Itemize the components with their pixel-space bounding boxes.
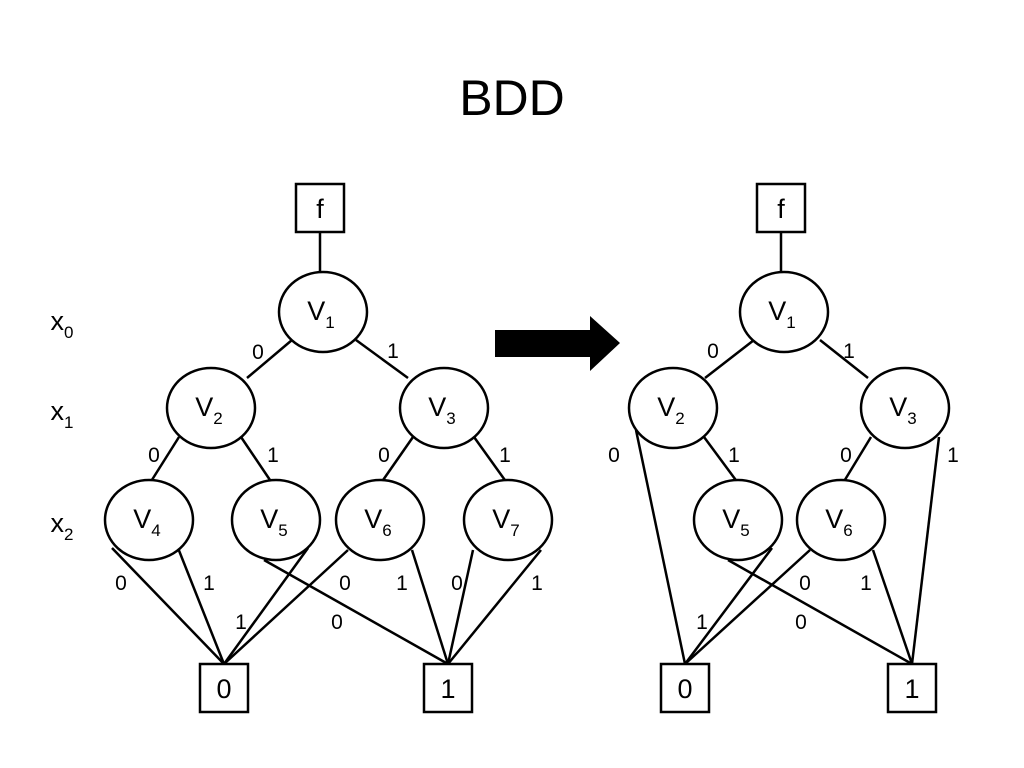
right-node-label-v5: V5 <box>722 504 749 540</box>
right-edge-label-v6-t1: 1 <box>860 572 872 595</box>
left-edge-v1-v3 <box>355 338 409 380</box>
right-edge-v5-t0 <box>684 547 773 665</box>
left-terminal-label-1: 1 <box>440 674 455 704</box>
left-edge-v6-t0 <box>223 549 349 665</box>
left-edge-label-v1-v3: 1 <box>387 340 399 363</box>
left-node-v7 <box>462 478 554 562</box>
left-edge-label-v6-t1: 1 <box>396 572 408 595</box>
left-node-label-v3: V3 <box>428 392 455 428</box>
left-edge-v5-t1 <box>263 558 449 666</box>
left-node-v5 <box>230 478 322 562</box>
left-terminal-label-0: 0 <box>216 674 231 704</box>
left-node-label-v6: V6 <box>364 504 391 540</box>
variable-label-x2: x2 <box>51 508 74 544</box>
left-edge-v7-t1 <box>447 549 542 665</box>
left-node-v2 <box>165 366 257 450</box>
left-node-v1 <box>277 270 369 354</box>
right-terminal-0 <box>659 662 711 714</box>
left-edge-label-v5-t1: 0 <box>331 611 343 634</box>
left-node-label-v7: V7 <box>492 504 519 540</box>
left-terminal-1 <box>422 662 474 714</box>
right-edge-v3-t1 <box>910 436 941 665</box>
left-edge-label-v4-t0: 0 <box>115 572 127 595</box>
left-edge-label-v4-t0: 1 <box>203 572 215 595</box>
right-terminal-label-0: 0 <box>677 674 692 704</box>
left-edge-v3-v7 <box>472 436 509 484</box>
right-edge-v5-t1 <box>727 558 913 666</box>
right-edge-label-v2-t0: 0 <box>608 444 620 467</box>
left-edge-label-v2-v4: 0 <box>148 444 160 467</box>
right-edge-v6-t0 <box>684 549 811 665</box>
right-root-label: f <box>777 194 785 224</box>
right-edge-v2-v5 <box>702 436 740 484</box>
left-edge-v3-v6 <box>379 436 415 484</box>
right-node-label-v1: V1 <box>768 296 795 332</box>
right-edge-v3-v6 <box>841 436 873 484</box>
left-edge-v6-t1 <box>410 549 450 665</box>
right-terminal-1 <box>886 662 938 714</box>
variable-label-x1: x1 <box>51 396 74 432</box>
left-node-v6 <box>334 478 426 562</box>
left-root-label: f <box>316 194 324 224</box>
right-node-v6 <box>795 478 887 562</box>
right-arrow-icon <box>495 316 620 371</box>
right-edge-v6-t1 <box>871 549 914 665</box>
variable-labels: x0 x1 x2 <box>51 306 74 544</box>
right-edge-label-v1-v2: 0 <box>707 340 719 363</box>
right-root-box <box>755 182 807 234</box>
page-title: BDD <box>459 70 565 126</box>
left-edge-label-v2-v5: 1 <box>267 444 279 467</box>
left-node-v4 <box>103 478 195 562</box>
left-edge-label-v6-t0: 0 <box>339 572 351 595</box>
right-node-label-v6: V6 <box>825 504 852 540</box>
left-edge-label-v7-t1: 1 <box>531 572 543 595</box>
left-edge-v5-t0 <box>222 547 310 665</box>
left-edge-label-v3-v7: 1 <box>499 444 511 467</box>
right-edge-label-v5-t0: 1 <box>696 611 708 634</box>
right-edge-v1-v2 <box>704 339 755 379</box>
left-node-label-v5: V5 <box>260 504 287 540</box>
left-edge-v1-v2 <box>246 339 293 379</box>
left-terminal-0 <box>198 662 250 714</box>
variable-label-x0: x0 <box>51 306 74 342</box>
left-edge-v2-v5 <box>239 436 274 484</box>
left-edge-label-v7-t1: 0 <box>451 572 463 595</box>
right-terminal-label-1: 1 <box>904 674 919 704</box>
right-node-v3 <box>859 366 951 450</box>
right-edge-v1-v3 <box>819 339 869 379</box>
left-edge-v4-t0 <box>111 547 225 665</box>
left-node-label-v2: V2 <box>195 392 222 428</box>
right-node-v2 <box>627 366 719 450</box>
left-node-label-v1: V1 <box>307 296 334 332</box>
left-edge-v7-t1 <box>446 549 475 665</box>
left-edge-label-v3-v6: 0 <box>378 444 390 467</box>
right-node-label-v3: V3 <box>889 392 916 428</box>
right-edge-label-v3-v6: 0 <box>840 444 852 467</box>
left-root-box <box>294 182 346 234</box>
right-node-label-v2: V2 <box>657 392 684 428</box>
right-edge-label-v6-t0: 0 <box>799 572 811 595</box>
right-edge-v2-t0 <box>634 429 687 665</box>
right-edge-label-v5-t1: 0 <box>795 611 807 634</box>
left-edge-label-v5-t0: 1 <box>235 611 247 634</box>
right-node-v5 <box>692 478 784 562</box>
right-node-v1 <box>738 270 830 354</box>
left-node-v3 <box>398 366 490 450</box>
left-edge-label-v1-v2: 0 <box>252 341 264 364</box>
left-edge-v4-t0 <box>176 547 226 665</box>
right-edge-label-v3-t1: 1 <box>947 444 959 467</box>
right-edge-label-v2-v5: 1 <box>728 444 740 467</box>
left-node-label-v4: V4 <box>133 504 160 540</box>
left-edge-v2-v4 <box>148 436 181 484</box>
right-edge-label-v1-v3: 1 <box>843 340 855 363</box>
